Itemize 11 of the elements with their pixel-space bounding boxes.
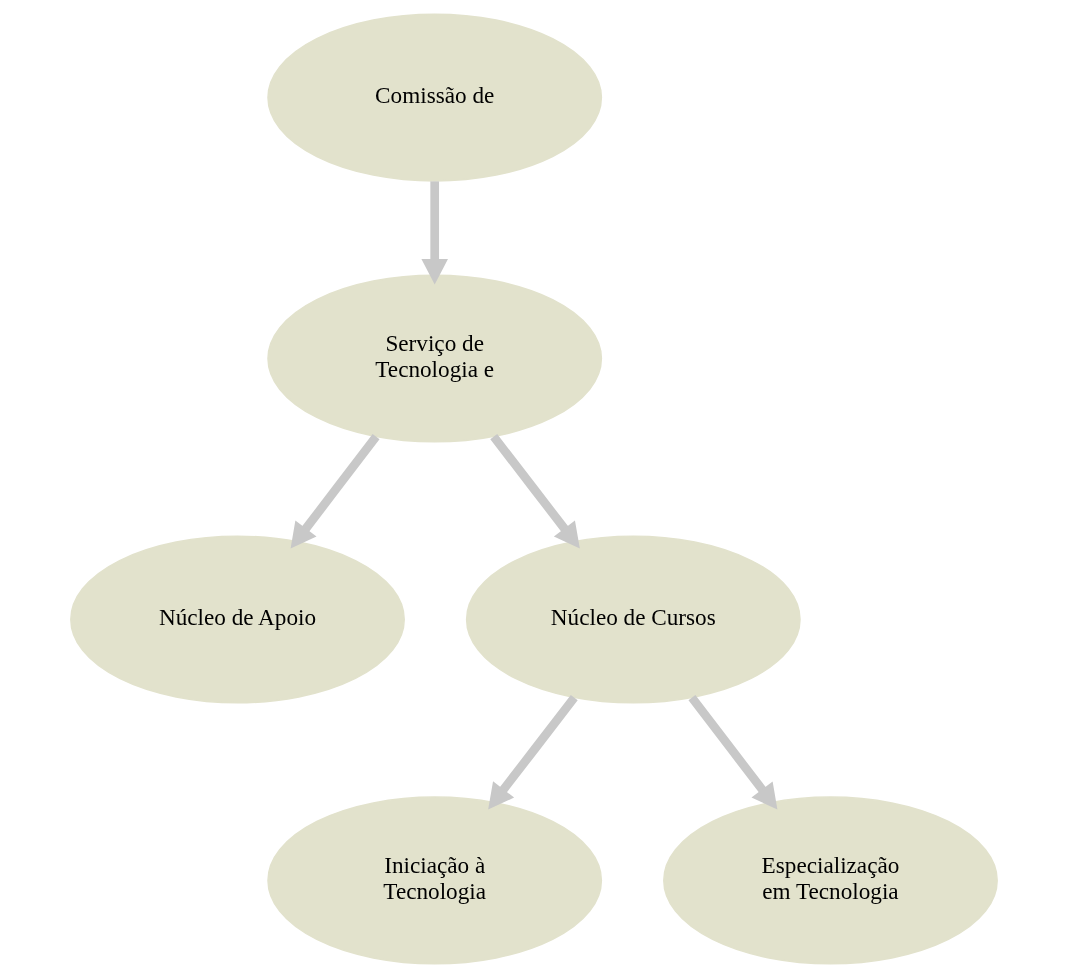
arrow	[290, 434, 380, 549]
arrow	[489, 434, 580, 549]
node-ellipse: Iniciação à Tecnologia	[266, 796, 602, 965]
node-ellipse: Comissão de	[266, 13, 602, 182]
arrow	[487, 695, 578, 810]
node-ellipse: Serviço de Tecnologia e	[266, 274, 602, 443]
node-ellipse: Núcleo de Apoio	[69, 535, 405, 704]
arrow	[687, 695, 777, 810]
node-ellipse: Especialização em Tecnologia	[662, 796, 998, 965]
node-ellipse: Núcleo de Cursos	[465, 535, 801, 704]
arrow	[420, 181, 448, 285]
